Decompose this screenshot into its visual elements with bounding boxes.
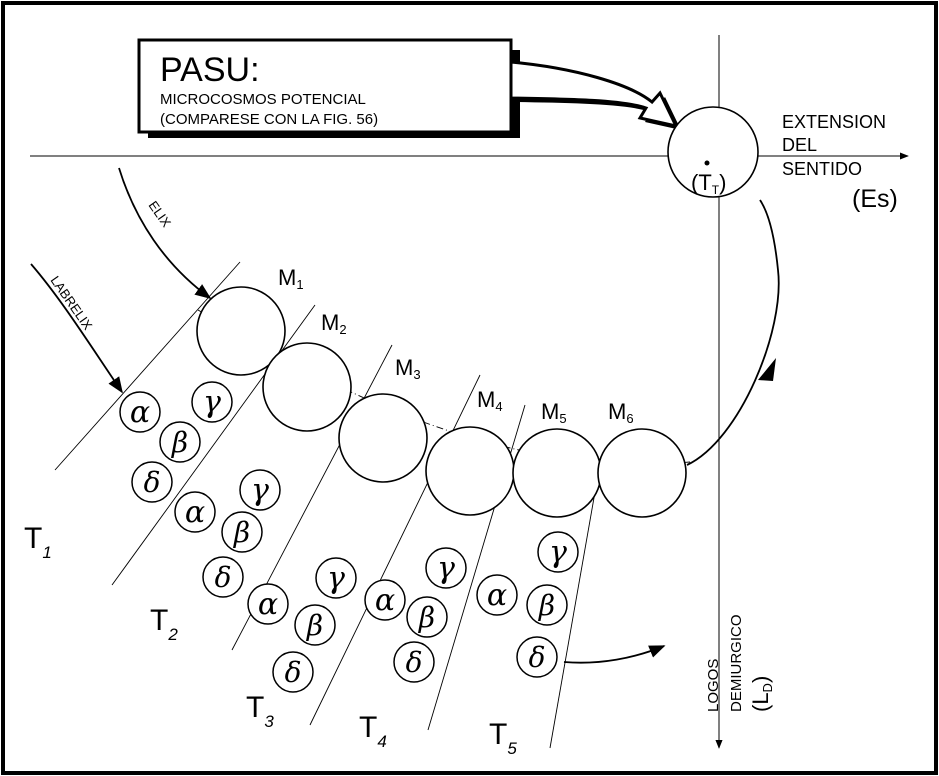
monad-circles <box>196 286 687 518</box>
greek-alpha-4: α <box>375 583 395 618</box>
sense-extension-label: EXTENSION DEL SENTIDO (Es) <box>782 112 898 213</box>
greek-alpha-2: α <box>185 495 205 530</box>
monad-label-5: M5 <box>541 399 567 426</box>
time-label-1: T1 <box>24 522 52 562</box>
monad-label-4: M4 <box>477 387 503 414</box>
callout-line-1: MICROCOSMOS POTENCIAL <box>160 91 366 108</box>
greek-delta-4: δ <box>406 646 423 679</box>
greek-alpha-5: α <box>487 578 507 613</box>
svg-text:DEMIURGICO: DEMIURGICO <box>728 615 745 713</box>
time-labels: T1 T2 T3 T4 T5 <box>24 522 517 758</box>
callout-pointer-arrow <box>509 60 681 130</box>
greek-delta-3: δ <box>285 656 302 689</box>
demiurgic-logos-label: LOGOS DEMIURGICO (LD) <box>705 615 775 713</box>
greek-beta-1: β <box>171 426 188 459</box>
greek-gamma-3: γ <box>327 561 345 596</box>
monad-circle-3 <box>338 393 428 483</box>
microcosm-circle: (TT) <box>667 106 759 198</box>
greek-circles: α γ β δ α γ β δ α γ β δ <box>119 381 579 693</box>
greek-alpha-1: α <box>130 395 150 430</box>
pasu-callout: PASU: MICROCOSMOS POTENCIAL (COMPARESE C… <box>137 38 520 138</box>
elix-arrow <box>118 167 212 299</box>
time-label-5: T5 <box>489 718 517 758</box>
time-label-4: T4 <box>359 711 387 751</box>
greek-delta-2: δ <box>215 561 232 594</box>
greek-group-4: α γ β δ <box>364 547 467 683</box>
monad-label-3: M3 <box>395 355 421 382</box>
svg-text:(Es): (Es) <box>852 185 898 213</box>
greek-group-1: α γ β δ <box>119 381 233 503</box>
greek-group-5: α γ β δ <box>476 531 579 678</box>
monad-circle-2 <box>262 342 352 432</box>
greek-delta-5: δ <box>529 641 546 674</box>
svg-text:(LD): (LD) <box>748 676 775 712</box>
greek-delta-1: δ <box>144 466 161 499</box>
svg-text:EXTENSION: EXTENSION <box>782 112 886 132</box>
greek-beta-3: β <box>306 609 323 642</box>
svg-text:DEL: DEL <box>782 135 817 155</box>
greek-group-2: α γ β δ <box>174 469 281 598</box>
delta-to-logos-arrow <box>563 645 666 664</box>
center-dot <box>704 160 710 166</box>
monad-label-6: M6 <box>608 399 634 426</box>
labrelix-arrow <box>30 263 123 394</box>
monad-label-2: M2 <box>321 310 347 337</box>
monad-circle-5 <box>512 428 602 518</box>
greek-gamma-4: γ <box>437 551 455 586</box>
greek-gamma-5: γ <box>549 535 567 570</box>
return-arrowhead <box>758 358 776 381</box>
callout-line-2: (COMPARESE CON LA FIG. 56) <box>160 111 378 128</box>
greek-beta-5: β <box>538 589 555 622</box>
monad-circle-1 <box>196 286 286 376</box>
greek-gamma-1: γ <box>203 385 221 420</box>
monad-circle-4 <box>425 426 515 516</box>
time-label-3: T3 <box>246 691 274 731</box>
greek-group-3: α γ β δ <box>247 557 357 693</box>
elix-label: ELIX <box>146 198 175 230</box>
svg-text:SENTIDO: SENTIDO <box>782 159 862 179</box>
return-curve <box>686 199 780 466</box>
monad-label-1: M1 <box>278 265 304 292</box>
labrelix-label: LABRELIX <box>48 273 96 333</box>
callout-title: PASU: <box>160 51 260 89</box>
monad-circle-6 <box>597 428 687 518</box>
greek-gamma-2: γ <box>251 473 269 508</box>
greek-beta-4: β <box>418 601 435 634</box>
greek-beta-2: β <box>233 516 250 549</box>
svg-text:LOGOS: LOGOS <box>705 659 722 712</box>
time-label-2: T2 <box>150 604 178 644</box>
svg-text:(TT): (TT) <box>691 170 726 197</box>
monad-labels: M1 M2 M3 M4 M5 M6 <box>278 265 634 426</box>
greek-alpha-3: α <box>258 587 278 622</box>
